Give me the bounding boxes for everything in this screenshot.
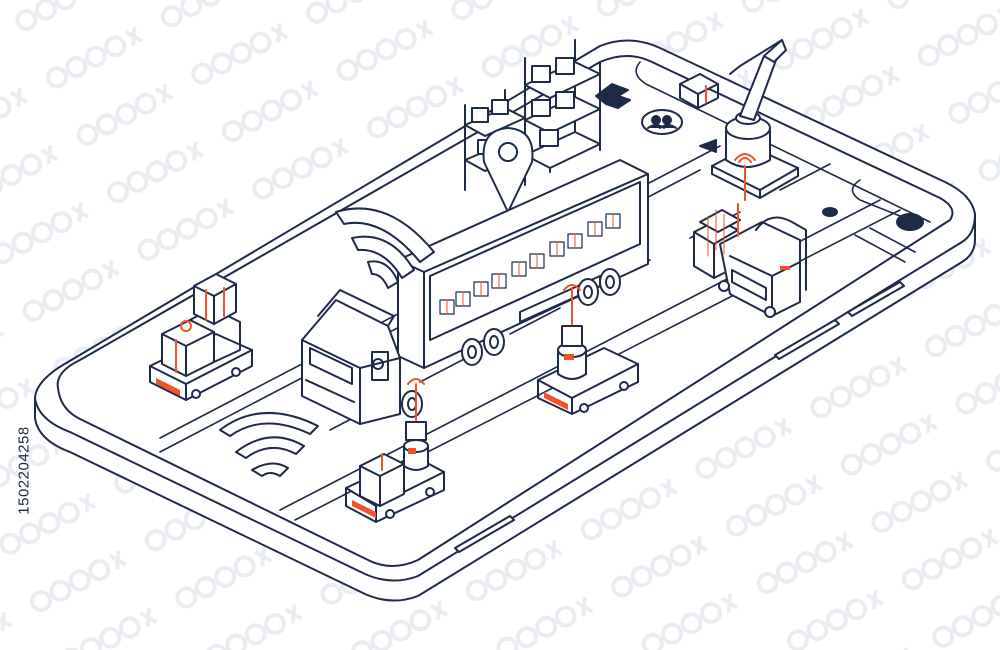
agv-robot	[149, 273, 253, 401]
stock-id-text: 1502204258	[15, 425, 33, 515]
volume-buttons	[454, 281, 905, 553]
agv-robot	[345, 378, 445, 523]
agv-robot	[537, 284, 639, 415]
wifi-signal-icon	[219, 411, 319, 477]
up-arrow-icon	[595, 83, 631, 109]
stock-id-label: 1502204258	[6, 400, 42, 540]
home-button	[896, 213, 924, 231]
wifi-signal-icon	[335, 207, 435, 289]
forklift	[693, 203, 807, 318]
play-arrow-icon	[699, 139, 717, 153]
location-pin-icon	[482, 127, 534, 213]
delivery-truck	[301, 159, 649, 425]
people-icon	[641, 109, 683, 135]
robotic-arm	[679, 39, 799, 201]
map-marker-dot	[822, 207, 838, 217]
